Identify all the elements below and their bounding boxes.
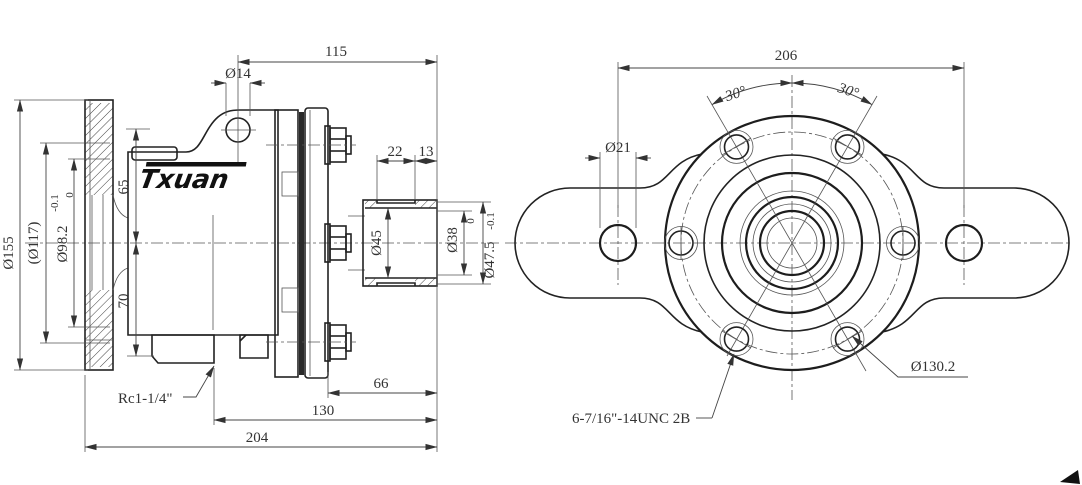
- dim-130: 130: [312, 403, 335, 419]
- dim-phi14: Ø14: [225, 66, 251, 82]
- dim-phi45: Ø45: [369, 230, 385, 256]
- dim-phi475-tol-lower: -0.1: [485, 212, 497, 229]
- ear-hole-right: [944, 223, 984, 263]
- dim-angle-right: 30°: [835, 80, 861, 102]
- lower-block: [239, 334, 269, 359]
- dim-phi98-tol-lower: -0.1: [49, 194, 61, 211]
- brand-logo-text: Txuan: [137, 165, 231, 195]
- port-boss: [151, 334, 215, 364]
- dim-204: 204: [246, 430, 269, 446]
- housing-body: Txuan: [127, 109, 279, 364]
- right-view: 206 30° 30° Ø21 Ø130.2 6-7/16"-14UNC 2B: [505, 48, 1072, 427]
- hatch-upper: [85, 103, 113, 195]
- dim-phi21: Ø21: [605, 140, 631, 156]
- hex-bolt-bottom: [266, 322, 356, 362]
- right-view-dimensions: 206 30° 30° Ø21 Ø130.2 6-7/16"-14UNC 2B: [572, 48, 968, 427]
- ear-hole-left: [598, 223, 638, 263]
- body-slot: [131, 146, 178, 161]
- dim-phi98-tol-upper: 0: [64, 192, 76, 198]
- label-bolt-thread: 6-7/16"-14UNC 2B: [572, 411, 690, 427]
- bolt-hole-right: [886, 226, 920, 260]
- dim-phi130: Ø130.2: [911, 359, 956, 375]
- output-shaft: [348, 199, 438, 287]
- left-view: Txuan: [1, 44, 500, 452]
- bolt-holes: [664, 129, 920, 357]
- corner-artifact: [1060, 470, 1080, 484]
- dim-phi98: Ø98.2: [55, 225, 71, 262]
- hex-bolt-middle: [324, 223, 352, 263]
- rotor-flange: [84, 99, 129, 371]
- bolt-hole-left: [664, 226, 698, 260]
- label-port-thread: Rc1-1/4": [118, 391, 172, 407]
- dim-phi155: Ø155: [1, 236, 17, 269]
- dim-206: 206: [775, 48, 798, 64]
- dim-phi117: (Ø117): [26, 222, 42, 265]
- dim-70: 70: [116, 294, 132, 309]
- gasket: [299, 112, 304, 375]
- dim-65: 65: [116, 180, 132, 195]
- dim-115: 115: [325, 44, 347, 60]
- dim-22: 22: [388, 144, 403, 160]
- bolt-hole-bottom-left: [719, 322, 754, 357]
- bolt-hole-top-right: [830, 129, 865, 164]
- dim-66: 66: [374, 376, 390, 392]
- dim-phi38: Ø38: [445, 227, 461, 253]
- bolt-hole-top-left: [719, 129, 754, 164]
- dim-13: 13: [419, 144, 434, 160]
- flange-stack: [266, 107, 356, 379]
- bolt-hole-bottom-right: [830, 322, 865, 357]
- hatch-lower: [85, 290, 113, 367]
- brand-logo: Txuan: [137, 162, 247, 195]
- hex-bolt-top: [266, 125, 356, 165]
- dim-phi475-tol-upper: 0: [465, 218, 477, 224]
- dim-phi475: Ø47.5: [482, 241, 498, 278]
- dim-angle-left: 30°: [722, 83, 748, 105]
- mounting-bracket: [514, 153, 1070, 333]
- left-view-dimensions: 115 Ø14 22 13 Ø155 (Ø117): [1, 44, 498, 452]
